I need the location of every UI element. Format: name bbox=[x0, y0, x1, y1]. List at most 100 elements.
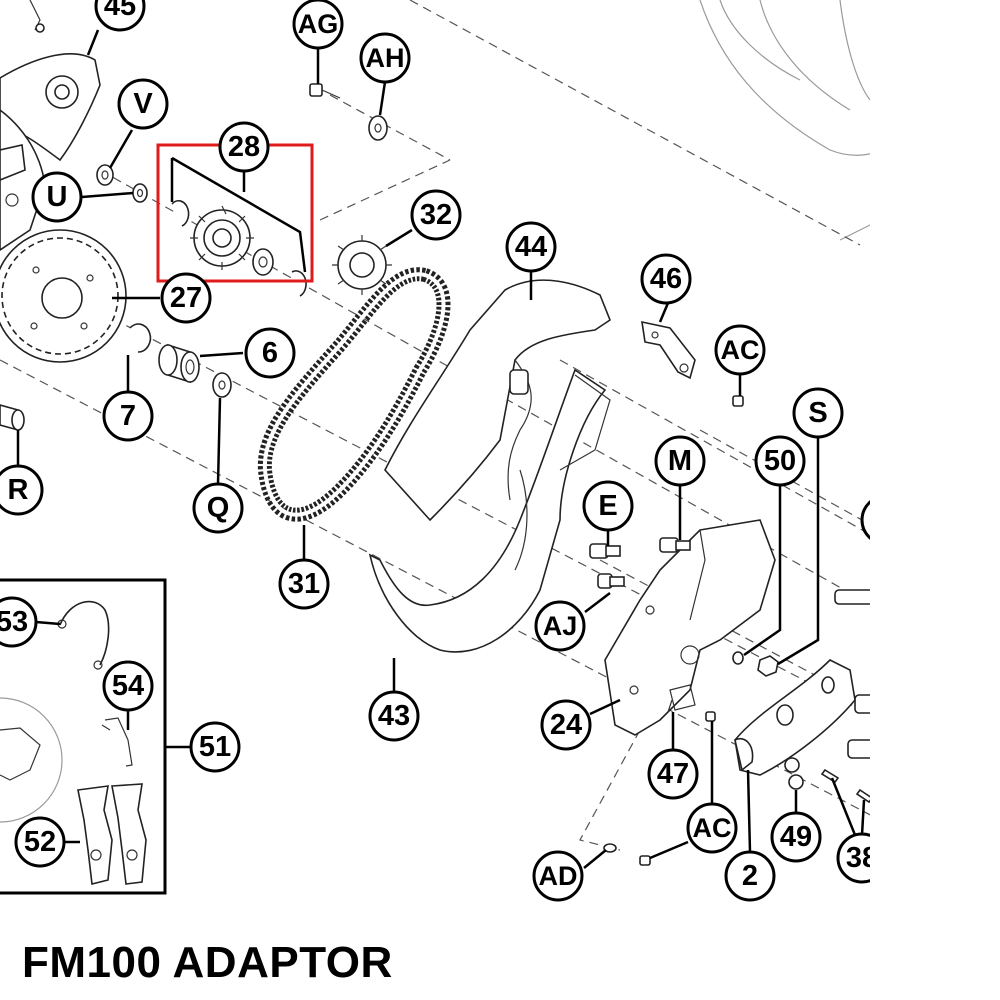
drive-chain-31 bbox=[257, 267, 451, 522]
callout-54: 54 bbox=[102, 660, 154, 712]
svg-text:52: 52 bbox=[24, 826, 56, 858]
callout-43: 43 bbox=[368, 690, 420, 742]
callout-r: R bbox=[0, 464, 44, 516]
callout-4x-partial: 4 bbox=[860, 500, 870, 540]
svg-text:Q: Q bbox=[207, 492, 230, 524]
chain-guard-43 bbox=[368, 368, 611, 653]
svg-text:AD: AD bbox=[539, 861, 578, 891]
callout-u: U bbox=[31, 171, 83, 223]
svg-text:43: 43 bbox=[378, 700, 410, 732]
diagram-title: FM100 ADAPTOR bbox=[22, 938, 393, 987]
callout-m: M bbox=[654, 435, 706, 487]
callout-27: 27 bbox=[160, 272, 212, 324]
svg-text:AC: AC bbox=[721, 335, 760, 365]
washer-ah bbox=[368, 115, 388, 141]
bolt-aj bbox=[597, 573, 625, 589]
svg-text:U: U bbox=[47, 181, 68, 213]
svg-text:51: 51 bbox=[199, 731, 231, 763]
svg-text:S: S bbox=[808, 397, 827, 429]
svg-text:31: 31 bbox=[288, 568, 320, 600]
svg-text:24: 24 bbox=[550, 709, 582, 741]
nut-v bbox=[96, 164, 114, 186]
callout-32: 32 bbox=[410, 189, 462, 241]
svg-text:E: E bbox=[598, 490, 617, 522]
right-margin bbox=[870, 0, 1000, 1000]
callout-ag: AG bbox=[292, 0, 344, 50]
callout-24: 24 bbox=[540, 699, 592, 751]
svg-text:7: 7 bbox=[120, 400, 136, 432]
washer-q bbox=[212, 372, 232, 398]
svg-text:AC: AC bbox=[693, 813, 732, 843]
svg-text:32: 32 bbox=[420, 199, 452, 231]
mounting-bracket-24 bbox=[604, 519, 776, 736]
callout-38: 38 bbox=[836, 832, 878, 884]
callout-q: Q bbox=[192, 482, 244, 534]
svg-text:54: 54 bbox=[112, 670, 144, 702]
callout-31: 31 bbox=[278, 558, 330, 610]
nut-50 bbox=[732, 651, 744, 665]
sprocket-32 bbox=[332, 235, 392, 295]
spacer-6 bbox=[158, 343, 200, 384]
callout-ah: AH bbox=[359, 32, 411, 84]
clip-54 bbox=[101, 717, 133, 767]
callout-ad: AD bbox=[532, 850, 584, 902]
washer-49 bbox=[784, 757, 804, 790]
idler-bushing bbox=[252, 248, 274, 276]
callout-52: 52 bbox=[14, 816, 66, 868]
callout-2: 2 bbox=[724, 850, 776, 902]
callout-ac-upper: AC bbox=[714, 324, 766, 376]
inset-panel-51 bbox=[0, 578, 167, 895]
svg-text:38: 38 bbox=[846, 842, 878, 874]
callout-51: 51 bbox=[189, 721, 241, 773]
drive-housing-plate bbox=[0, 0, 101, 251]
svg-text:R: R bbox=[8, 474, 29, 506]
pins-38 bbox=[820, 768, 870, 804]
callout-45: 45 bbox=[94, 0, 146, 32]
callout-7: 7 bbox=[102, 390, 154, 442]
svg-text:47: 47 bbox=[657, 758, 689, 790]
svg-text:46: 46 bbox=[650, 263, 682, 295]
bolt-ag bbox=[309, 83, 341, 99]
svg-text:6: 6 bbox=[262, 337, 278, 369]
callout-e: E bbox=[582, 480, 634, 532]
washer-ad bbox=[603, 843, 617, 853]
svg-text:49: 49 bbox=[780, 821, 812, 853]
bracket-46 bbox=[641, 320, 696, 380]
callout-v: V bbox=[117, 78, 169, 130]
svg-text:53: 53 bbox=[0, 606, 28, 638]
callout-49: 49 bbox=[770, 811, 822, 863]
svg-text:50: 50 bbox=[764, 445, 796, 477]
callout-6: 6 bbox=[244, 327, 296, 379]
retaining-ring-7 bbox=[129, 323, 152, 353]
callout-s: S bbox=[792, 387, 844, 439]
washer-u bbox=[132, 183, 148, 203]
lift-handle-53 bbox=[57, 600, 110, 670]
bolt-m bbox=[659, 537, 691, 553]
bolt-ac-lower bbox=[639, 711, 716, 866]
svg-text:45: 45 bbox=[104, 0, 136, 22]
callout-28: 28 bbox=[218, 121, 270, 173]
callout-aj: AJ bbox=[534, 600, 586, 652]
bolt-ac-upper bbox=[732, 395, 744, 407]
callout-50: 50 bbox=[754, 435, 806, 487]
lever-2 bbox=[734, 659, 856, 776]
background-housing-outline bbox=[699, 0, 870, 241]
bolt-r bbox=[0, 404, 25, 468]
drive-sprocket-27 bbox=[0, 229, 127, 363]
svg-text:AJ: AJ bbox=[543, 611, 578, 641]
svg-text:V: V bbox=[133, 88, 153, 120]
callout-53: 53 bbox=[0, 596, 38, 648]
blades-52 bbox=[77, 783, 147, 885]
callout-46: 46 bbox=[640, 253, 692, 305]
idler-sprocket-assembly bbox=[171, 200, 307, 297]
svg-text:2: 2 bbox=[742, 860, 758, 892]
svg-text:28: 28 bbox=[228, 131, 260, 163]
callout-47: 47 bbox=[647, 748, 699, 800]
chain-guard-44 bbox=[384, 279, 611, 522]
svg-text:44: 44 bbox=[515, 231, 547, 263]
svg-text:M: M bbox=[668, 445, 692, 477]
shaft-right bbox=[834, 589, 870, 759]
callout-44: 44 bbox=[505, 221, 557, 273]
idler-sprocket bbox=[190, 205, 254, 270]
